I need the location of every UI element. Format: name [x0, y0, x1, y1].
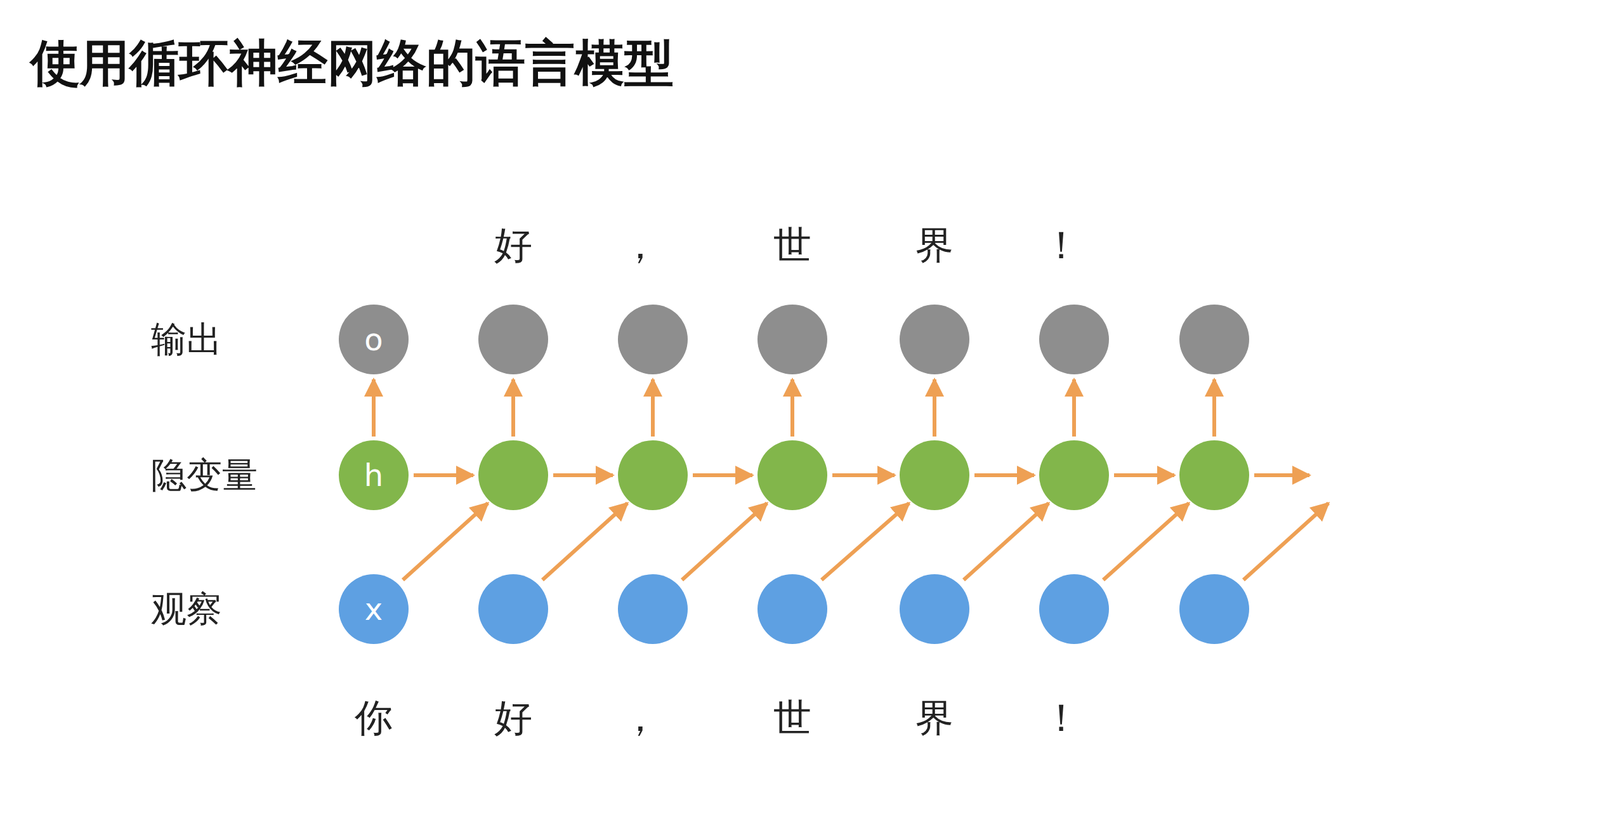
flow-arrow — [974, 473, 1035, 478]
flow-arrow — [963, 503, 1049, 580]
input-token: 世 — [773, 698, 812, 737]
input-token: ， — [621, 698, 660, 737]
state-circle — [617, 304, 688, 375]
state-circle — [1039, 304, 1109, 375]
row-label: 输出 — [150, 321, 223, 358]
state-circle — [757, 304, 828, 375]
state-symbol: h — [364, 459, 384, 491]
state-circle — [1179, 440, 1250, 511]
state-circle — [1039, 440, 1109, 511]
flow-arrow — [932, 379, 937, 437]
state-circle — [899, 440, 970, 511]
flow-arrow — [553, 473, 613, 478]
state-circle — [757, 440, 828, 511]
flow-arrow — [832, 473, 895, 478]
observation-circle: x — [338, 574, 409, 644]
output-token: ！ — [1042, 225, 1081, 264]
flow-arrow — [1072, 379, 1076, 437]
flow-arrow — [511, 379, 516, 437]
state-symbol: x — [364, 593, 383, 625]
slide-title: 使用循环神经网络的语言模型 — [30, 30, 674, 98]
state-symbol: o — [364, 324, 383, 355]
state-circle — [617, 574, 688, 644]
flow-arrow — [681, 503, 768, 580]
input-token: ！ — [1042, 698, 1081, 737]
hidden-state-circle: h — [338, 440, 409, 511]
output-token: ， — [621, 225, 660, 264]
state-circle — [1179, 574, 1250, 644]
state-circle — [478, 440, 549, 511]
flow-arrow — [402, 503, 488, 580]
flow-arrow — [1212, 379, 1217, 437]
flow-arrow — [371, 379, 376, 437]
input-token: 界 — [915, 698, 954, 737]
output-token: 界 — [915, 225, 954, 264]
flow-arrow — [1103, 503, 1189, 580]
flow-arrow — [790, 379, 795, 437]
flow-arrow — [1114, 473, 1175, 478]
flow-arrow — [1243, 503, 1329, 580]
state-circle — [478, 304, 549, 375]
state-circle — [1039, 574, 1109, 644]
row-label: 观察 — [150, 591, 223, 627]
row-label: 隐变量 — [150, 457, 258, 493]
state-circle — [899, 304, 970, 375]
state-circle — [899, 574, 970, 644]
flow-arrow — [542, 503, 628, 580]
flow-arrow — [650, 379, 655, 437]
output-token: 世 — [773, 225, 812, 264]
flow-arrow — [692, 473, 753, 478]
input-token: 好 — [494, 698, 533, 737]
state-circle — [478, 574, 549, 644]
flow-arrow — [1254, 473, 1310, 478]
state-circle — [757, 574, 828, 644]
input-token: 你 — [354, 698, 393, 737]
output-token: 好 — [494, 225, 533, 264]
flow-arrow — [821, 503, 910, 580]
output-circle: o — [338, 304, 409, 375]
flow-arrow — [413, 473, 474, 478]
state-circle — [1179, 304, 1250, 375]
state-circle — [617, 440, 688, 511]
